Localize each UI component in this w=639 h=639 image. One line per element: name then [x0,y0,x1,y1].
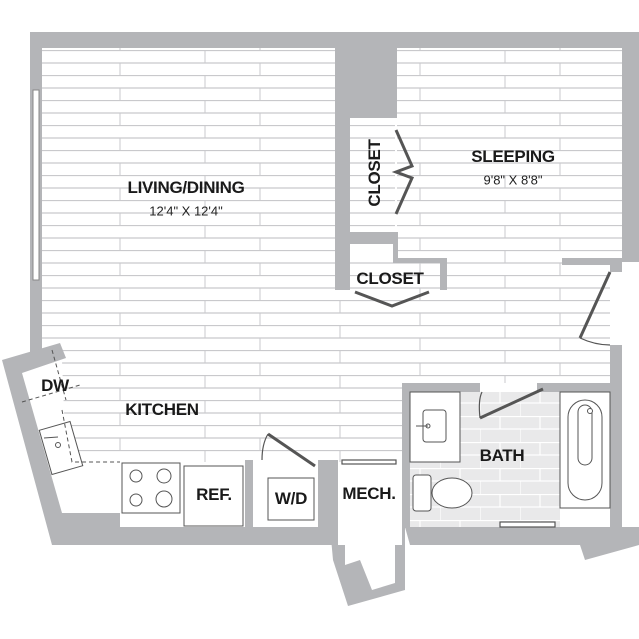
room-label-kitchen: KITCHEN [125,400,199,419]
bathtub [559,391,611,509]
room-label-closet-sleeping: CLOSET [365,139,384,207]
walls [2,32,639,606]
stove [121,462,181,514]
toilet [412,474,473,512]
room-label-mech: MECH. [342,484,396,503]
room-dims-sleeping: 9'8" X 8'8" [483,172,543,188]
doors[interactable] [261,129,612,528]
window [32,89,40,281]
room-label-bath: BATH [479,446,525,465]
dishwasher [21,349,81,403]
room-label-living-dining: LIVING/DINING [127,178,245,197]
room-label-sleeping: SLEEPING [471,147,555,166]
kitchen-counter [22,360,120,513]
washer-dryer [267,477,315,521]
mech-closet-floor [345,545,395,590]
living-floor [22,48,622,462]
room-dims-living-dining: 12'4" X 12'4" [149,203,223,219]
vanity-sink [409,391,461,463]
fixture-label-washer-dryer: W/D [274,489,308,508]
kitchen-sink [38,409,120,476]
refrigerator [183,465,244,527]
fixture-label-dishwasher: DW [41,376,69,395]
fixture-label-refrigerator: REF. [196,485,232,504]
room-label-closet-living: CLOSET [356,269,424,288]
